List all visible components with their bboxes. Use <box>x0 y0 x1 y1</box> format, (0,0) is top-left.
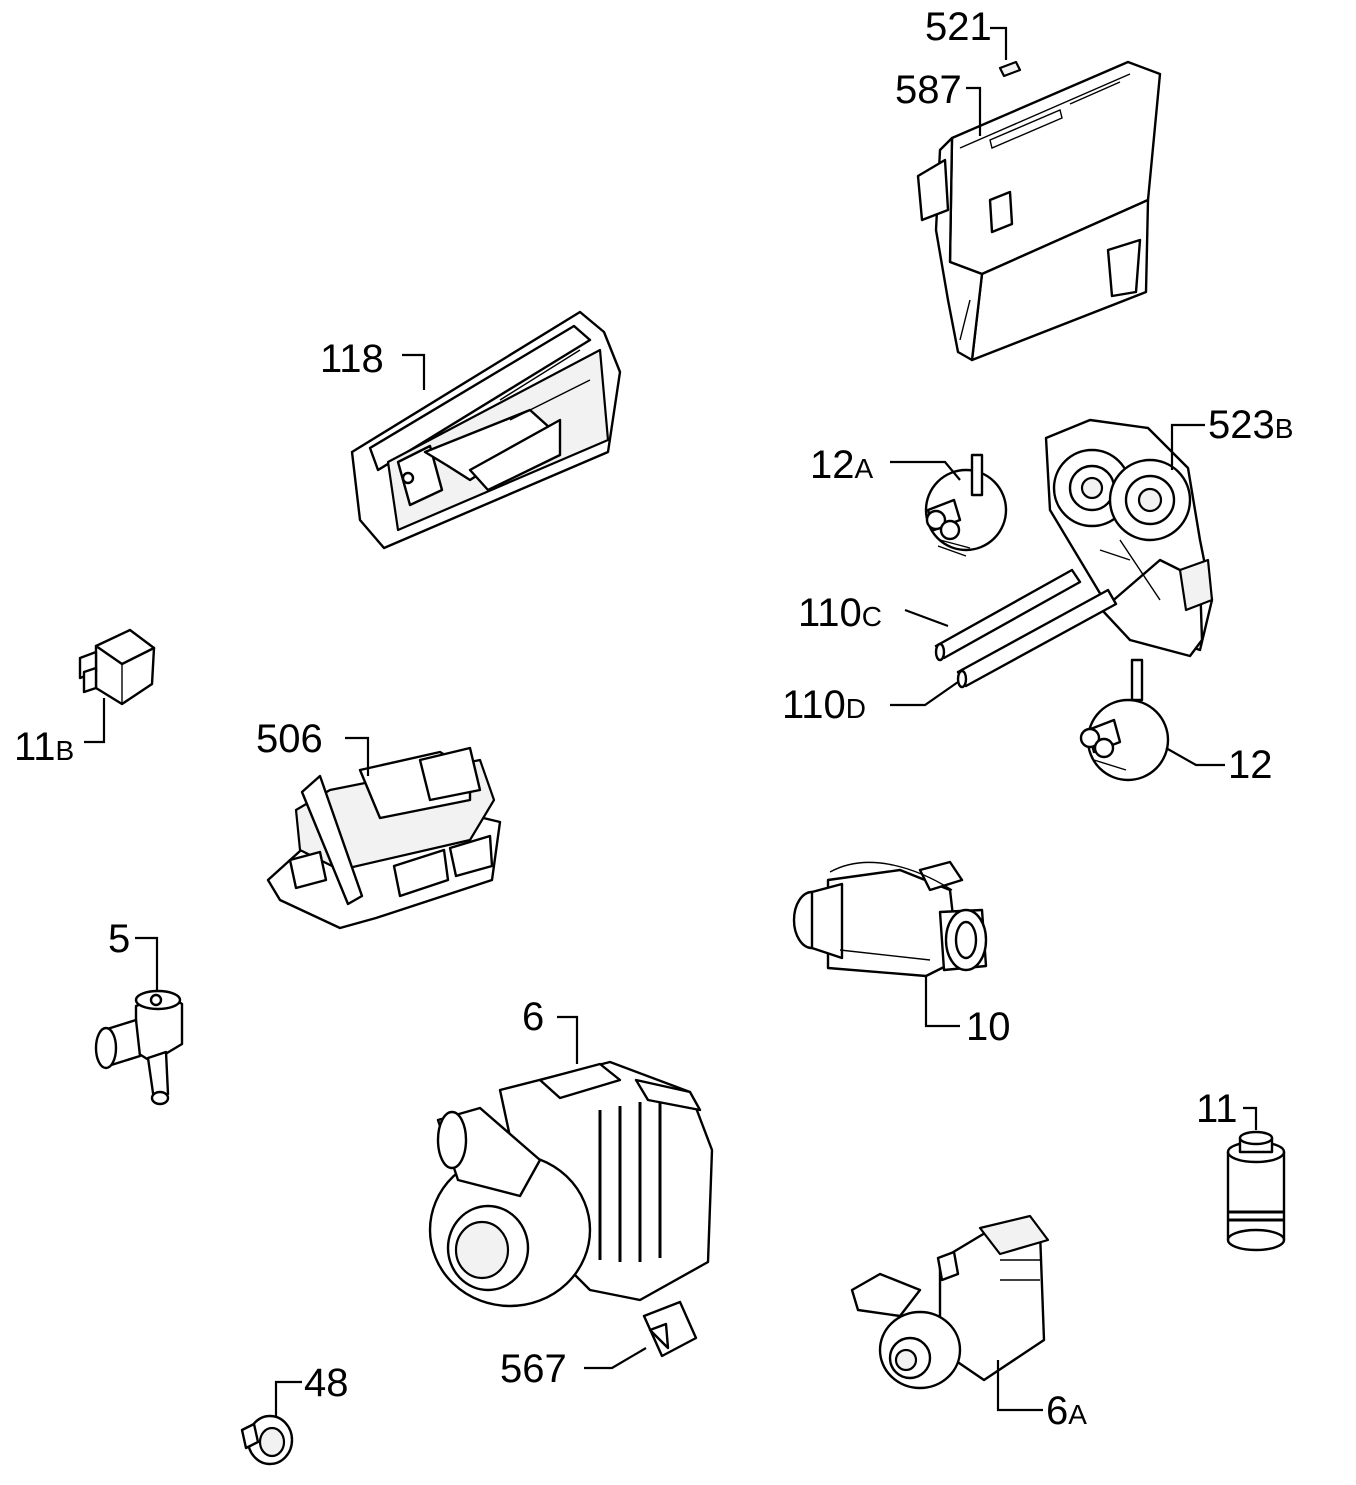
part-6a-drawing <box>850 1214 1050 1390</box>
part-521-drawing <box>998 60 1022 78</box>
part-6-drawing <box>428 1060 714 1308</box>
part-5-drawing <box>94 989 184 1106</box>
part-label-5: 5 <box>108 917 130 961</box>
part-110-tubes-drawing <box>934 568 1118 689</box>
part-12a-drawing <box>924 453 1008 557</box>
part-label-12a: 12A <box>810 443 874 487</box>
part-label-110d: 110D <box>782 683 866 727</box>
part-label-11b: 11B <box>14 725 74 769</box>
part-506-drawing <box>266 746 502 930</box>
part-11b-drawing <box>78 628 156 706</box>
part-label-506: 506 <box>256 717 323 761</box>
part-label-523b: 523B <box>1208 403 1293 447</box>
part-12-drawing <box>1079 658 1170 782</box>
part-label-110c: 110C <box>798 591 882 635</box>
part-label-6a: 6A <box>1046 1389 1087 1433</box>
part-label-48: 48 <box>304 1361 349 1405</box>
part-label-521: 521 <box>925 5 992 49</box>
part-48-drawing <box>240 1414 294 1466</box>
part-label-587: 587 <box>895 68 962 112</box>
part-label-6: 6 <box>522 995 544 1039</box>
part-label-567: 567 <box>500 1347 567 1391</box>
part-label-12: 12 <box>1228 743 1273 787</box>
leader-lines <box>84 26 1258 1418</box>
part-10-drawing <box>792 860 988 978</box>
part-label-10: 10 <box>966 1005 1011 1049</box>
part-567-drawing <box>642 1300 698 1358</box>
part-11-drawing <box>1226 1130 1286 1252</box>
part-523b-drawing <box>1044 418 1214 658</box>
part-label-11: 11 <box>1196 1087 1238 1131</box>
part-587-drawing <box>916 60 1162 362</box>
part-label-118: 118 <box>320 337 384 381</box>
part-118-drawing <box>350 310 622 550</box>
